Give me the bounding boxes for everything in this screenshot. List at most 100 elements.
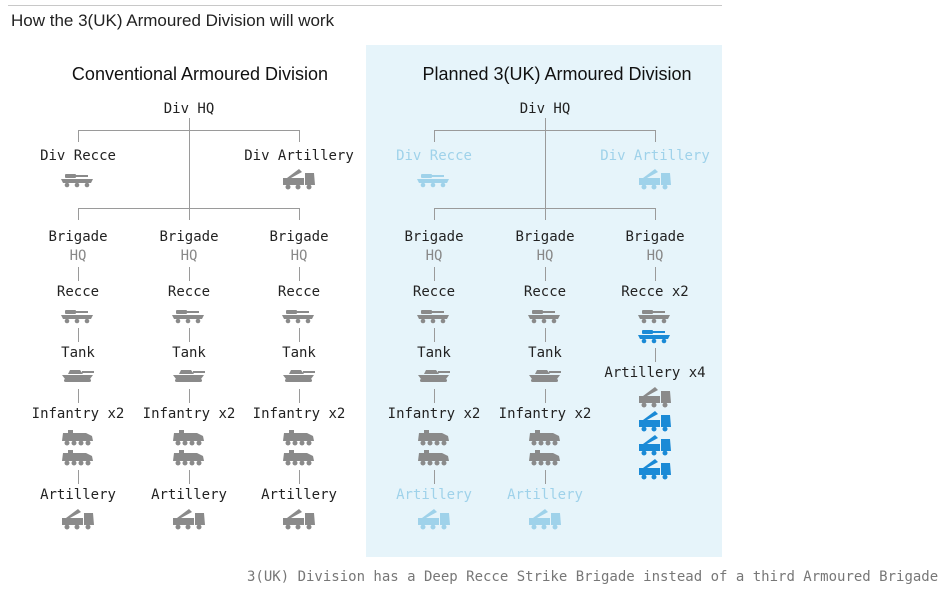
apc-icon (62, 450, 93, 466)
tank-icon (418, 370, 450, 382)
apc-icon (283, 430, 314, 446)
rocket-launcher-icon (639, 459, 671, 480)
tank-icon (62, 370, 94, 382)
brigade-hq-label: HQ (536, 248, 554, 264)
unit-label: Tank (61, 345, 95, 361)
unit-connector (299, 470, 300, 484)
brigade-connector (299, 208, 300, 220)
unit-connector (545, 267, 546, 281)
unit-label: Recce (56, 284, 100, 300)
unit-connector (299, 267, 300, 281)
unit-label: Infantry x2 (142, 406, 236, 422)
unit-connector (78, 328, 79, 342)
unit-label: Recce (523, 284, 567, 300)
unit-connector (545, 470, 546, 484)
unit-label: Infantry x2 (31, 406, 125, 422)
div-artillery-label: Div Artillery (244, 148, 354, 164)
unit-label: Artillery (396, 487, 472, 503)
apc-icon (418, 430, 449, 446)
recce-vehicle-icon (638, 330, 670, 344)
brigade-hq-label: HQ (290, 248, 308, 264)
brigade-label: Brigade (625, 229, 685, 245)
unit-connector (655, 348, 656, 362)
unit-connector (189, 267, 190, 281)
recce-vehicle-icon (417, 310, 449, 324)
div-recce-connector (434, 130, 435, 142)
tank-icon (283, 370, 315, 382)
rocket-launcher-icon (62, 509, 94, 530)
div-hq-label: Div HQ (163, 101, 215, 117)
div-recce-label: Div Recce (40, 148, 116, 164)
unit-connector (434, 267, 435, 281)
rocket-launcher-icon (418, 509, 450, 530)
unit-connector (299, 328, 300, 342)
planned-division-panel (366, 45, 722, 557)
unit-connector (655, 267, 656, 281)
unit-connector (78, 470, 79, 484)
unit-connector (189, 328, 190, 342)
brigade-connector (434, 208, 435, 220)
unit-label: Recce (412, 284, 456, 300)
div-artillery-label: Div Artillery (600, 148, 710, 164)
unit-connector (434, 470, 435, 484)
apc-icon (529, 430, 560, 446)
unit-label: Artillery (151, 487, 227, 503)
div-hq-label: Div HQ (519, 101, 571, 117)
div-recce-connector (78, 130, 79, 142)
apc-icon (529, 450, 560, 466)
brigade-hq-label: HQ (646, 248, 664, 264)
brigade-label: Brigade (515, 229, 575, 245)
brigade-connector (545, 208, 546, 220)
recce-vehicle-icon (417, 174, 449, 188)
unit-label: Tank (282, 345, 316, 361)
unit-label: Tank (528, 345, 562, 361)
rocket-launcher-icon (283, 169, 315, 190)
brigade-hq-label: HQ (69, 248, 87, 264)
tank-icon (529, 370, 561, 382)
unit-label: Artillery x4 (604, 365, 706, 381)
recce-vehicle-icon (61, 174, 93, 188)
apc-icon (418, 450, 449, 466)
unit-connector (299, 389, 300, 403)
rocket-launcher-icon (173, 509, 205, 530)
brigade-label: Brigade (48, 229, 108, 245)
brigade-hq-label: HQ (180, 248, 198, 264)
apc-icon (173, 430, 204, 446)
unit-label: Artillery (40, 487, 116, 503)
rocket-launcher-icon (639, 387, 671, 408)
unit-connector (434, 328, 435, 342)
unit-label: Tank (172, 345, 206, 361)
div-hq-stem (545, 118, 546, 208)
recce-vehicle-icon (528, 310, 560, 324)
brigade-label: Brigade (404, 229, 464, 245)
brigade-connector (189, 208, 190, 220)
apc-icon (62, 430, 93, 446)
unit-label: Recce (277, 284, 321, 300)
recce-vehicle-icon (61, 310, 93, 324)
brigade-label: Brigade (159, 229, 219, 245)
footnote: 3(UK) Division has a Deep Recce Strike B… (247, 569, 938, 585)
brigade-hq-label: HQ (425, 248, 443, 264)
unit-connector (434, 389, 435, 403)
rocket-launcher-icon (529, 509, 561, 530)
apc-icon (173, 450, 204, 466)
div-hq-stem (189, 118, 190, 208)
brigade-label: Brigade (269, 229, 329, 245)
unit-connector (545, 328, 546, 342)
unit-connector (189, 389, 190, 403)
unit-label: Infantry x2 (252, 406, 346, 422)
div-artillery-connector (299, 130, 300, 142)
unit-connector (78, 389, 79, 403)
brigade-connector (655, 208, 656, 220)
rocket-launcher-icon (639, 411, 671, 432)
recce-vehicle-icon (282, 310, 314, 324)
unit-label: Recce (167, 284, 211, 300)
rocket-launcher-icon (639, 435, 671, 456)
unit-label: Artillery (261, 487, 337, 503)
top-rule (8, 5, 722, 6)
div-support-bar (78, 130, 300, 131)
panel-title: Conventional Armoured Division (71, 64, 329, 84)
apc-icon (283, 450, 314, 466)
recce-vehicle-icon (638, 310, 670, 324)
div-support-bar (434, 130, 656, 131)
